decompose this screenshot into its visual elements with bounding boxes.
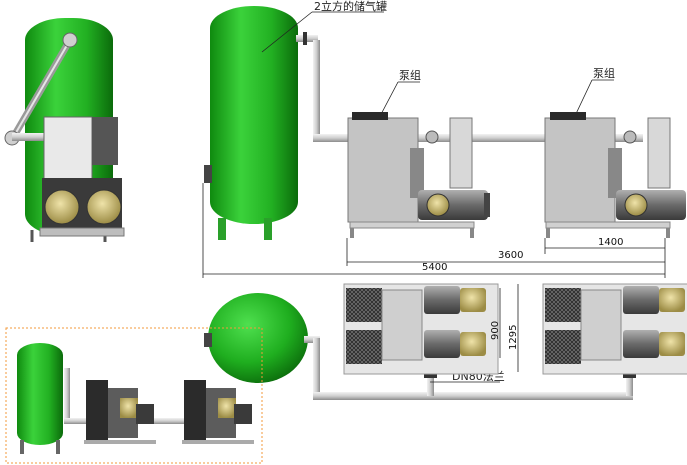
pump-group-2: 泵组 — [544, 66, 686, 238]
overview-inset — [5, 327, 263, 464]
tank-2m3: 2立方的储气罐 — [204, 0, 643, 240]
pump-group-topview-1 — [343, 283, 499, 375]
dim-900: 900 — [490, 321, 501, 340]
pump-group-1: 泵组 — [347, 68, 490, 238]
pump-left — [44, 189, 80, 225]
tank-label: 2立方的储气罐 — [314, 0, 387, 13]
sphere-tank-body — [208, 293, 308, 383]
overview-guide-box — [5, 327, 263, 464]
pump-right — [86, 189, 122, 225]
pump-group-topview-2 — [542, 283, 687, 375]
pump-group-2-label: 泵组 — [593, 66, 615, 80]
pump-group-1-label: 泵组 — [399, 68, 421, 82]
sphere-tank — [204, 293, 636, 400]
dim-1295: 1295 — [508, 325, 519, 350]
dimension-lines-bottom — [499, 284, 519, 372]
dim-5400: 5400 — [422, 262, 447, 273]
dimension-lines-top — [202, 183, 666, 278]
overview-tank — [17, 343, 63, 445]
tank-skid-top-left — [4, 18, 125, 242]
main-header-pipe — [313, 134, 643, 142]
control-cabinet — [43, 116, 93, 180]
tank-2m3-body — [210, 6, 298, 224]
dim-3600: 3600 — [498, 250, 523, 261]
dim-1400: 1400 — [598, 237, 623, 248]
bottom-header-pipe — [313, 392, 633, 400]
